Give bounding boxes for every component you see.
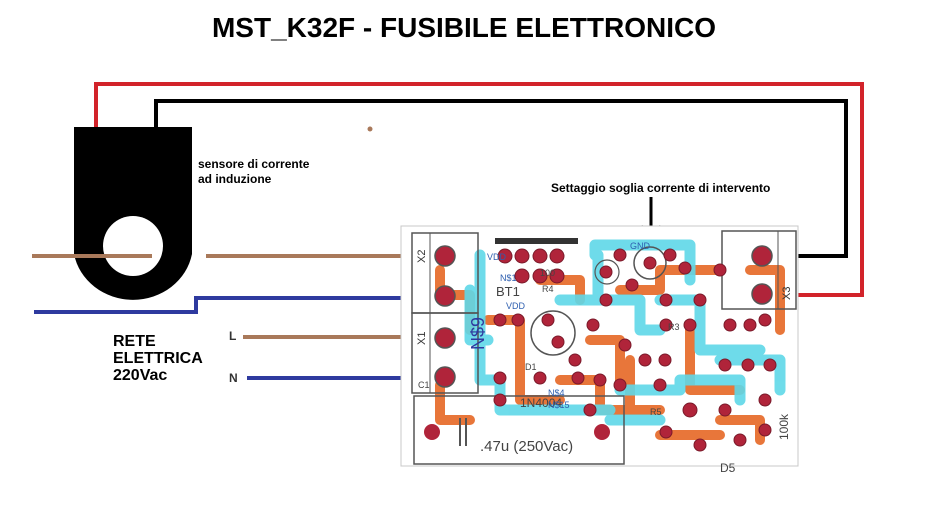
connector-x1 (411, 312, 479, 394)
pcb-silk-labels: VDD N$1 BT1 R4 VDD N$4 N$15 GND R3 R5 C1… (418, 241, 680, 417)
silk-label: GND (630, 241, 651, 251)
page-title: MST_K32F - FUSIBILE ELETTRONICO (211, 12, 717, 43)
silk-label: C1 (418, 380, 430, 390)
pcb-x3-label: X3 (781, 287, 793, 300)
silk-label: N$4 (548, 388, 565, 398)
silk-label: R5 (650, 407, 662, 417)
silk-label: VDD (506, 301, 526, 311)
pads (493, 248, 777, 452)
silk-label: VDD (487, 252, 507, 262)
electrolytic-capacitor (530, 310, 576, 356)
connector-x3 (721, 230, 797, 310)
silk-label: D1 (525, 362, 537, 372)
pcb-board (400, 225, 799, 467)
silk-label: R3 (668, 322, 680, 332)
line-n-label: N (229, 371, 238, 385)
current-sensor (74, 127, 192, 300)
pcb-trimmer-label: 100k (777, 413, 791, 440)
sensor-note-line2: ad induzione (198, 172, 272, 186)
pcb-x2-label: X2 (416, 250, 428, 263)
silk-label: R4 (542, 284, 554, 294)
mains-label-line1: RETE (113, 333, 156, 350)
mains-label-line3: 220Vac (113, 367, 168, 384)
silk-label: 100 (540, 268, 555, 278)
setting-note: Settaggio soglia corrente di intervento (551, 181, 771, 195)
pcb-capacitor-label: .47u (250Vac) (480, 438, 573, 455)
pcb-n9-label: N$9 (468, 317, 488, 350)
silk-label: N$1 (500, 273, 517, 283)
line-l-label: L (229, 329, 237, 343)
black-wire (154, 99, 848, 258)
silk-label: BT1 (496, 284, 520, 299)
mains-label: RETE ELETTRICA 220Vac (113, 333, 203, 384)
blue-wire (34, 296, 433, 314)
pcb-d5-label: D5 (720, 461, 736, 475)
capacitor-outline (413, 395, 625, 465)
mains-label-line2: ELETTRICA (113, 350, 203, 367)
silk-label: N$15 (548, 400, 570, 410)
red-wire (94, 82, 864, 297)
sensor-note: sensore di corrente ad induzione (198, 157, 309, 187)
connector-x2 (411, 232, 479, 314)
pcb-x1-label: X1 (416, 332, 428, 345)
pcb-diode-label: 1N4004 (520, 396, 562, 410)
sensor-note-line1: sensore di corrente (198, 157, 310, 171)
trimmer-potentiometer (633, 246, 667, 280)
